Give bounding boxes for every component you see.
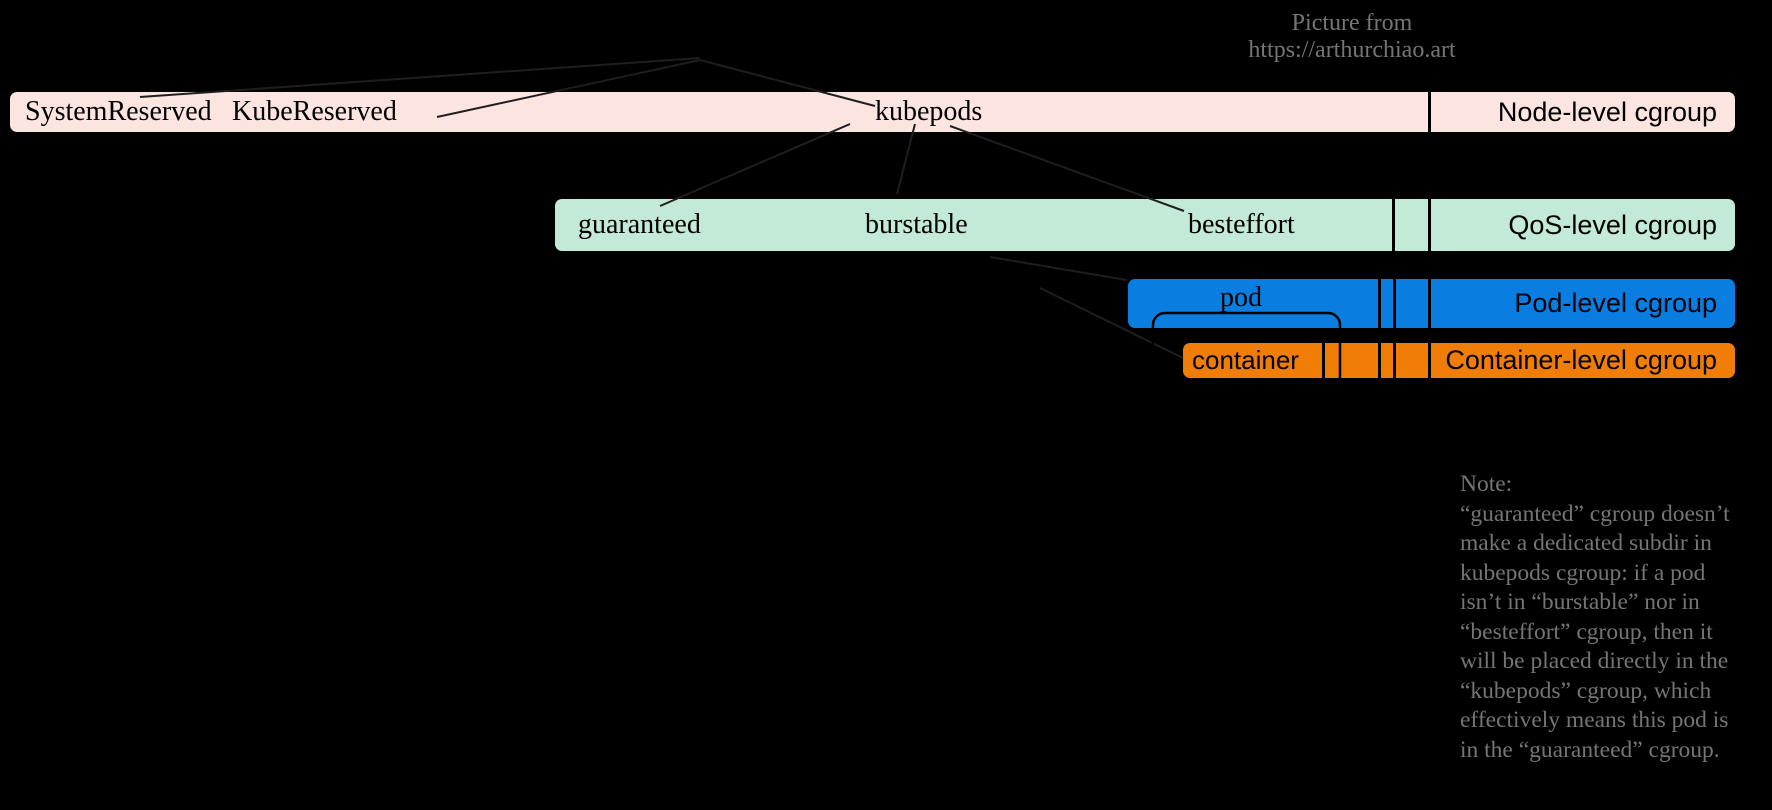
qos-bar-divider (1428, 199, 1431, 251)
pod-bar-divider (1393, 279, 1396, 328)
note-line: will be placed directly in the (1460, 648, 1729, 674)
qos-level-bar: guaranteed burstable besteffort QoS-leve… (555, 199, 1735, 251)
container-bar-divider (1322, 343, 1325, 378)
section-besteffort: besteffort (1188, 209, 1295, 240)
container-level-bar: container Container-level cgroup (1183, 343, 1735, 378)
section-kubepods: kubepods (875, 96, 983, 127)
note-line: make a dedicated subdir in (1460, 530, 1712, 556)
qos-bar-divider (1392, 199, 1395, 251)
pod-level-label: Pod-level cgroup (1514, 288, 1717, 318)
section-pod: pod (1220, 282, 1262, 313)
qos-level-label: QoS-level cgroup (1508, 210, 1717, 240)
node-level-label: Node-level cgroup (1497, 97, 1717, 127)
note-line: “kubepods” cgroup, which (1460, 677, 1712, 704)
note-line: kubepods cgroup: if a pod (1460, 559, 1706, 586)
leader-burstable (896, 123, 916, 195)
note-line: isn’t in “burstable” nor in (1460, 589, 1700, 615)
credit-url: https://arthurchiao.art (1248, 37, 1456, 63)
note-line: effectively means this pod is (1460, 707, 1729, 733)
container-level-label: Container-level cgroup (1445, 345, 1717, 375)
container-bar-divider (1428, 343, 1431, 378)
image-credit: Picture from https://arthurchiao.art (1152, 10, 1552, 64)
section-burstable: burstable (865, 209, 968, 240)
pod-bar-divider (1378, 279, 1381, 328)
note-line: Note: (1460, 471, 1513, 497)
section-kubereserved: KubeReserved (232, 96, 397, 127)
leader-pod (989, 256, 1128, 281)
node-bar-divider (1428, 92, 1431, 132)
pod-level-bar: pod Pod-level cgroup (1128, 279, 1735, 328)
note-block: Note: “guaranteed” cgroup doesn’t make a… (1460, 470, 1772, 765)
leader-guaranteed (659, 123, 851, 207)
section-container: container (1192, 345, 1299, 375)
note-line: in the “guaranteed” cgroup. (1460, 736, 1720, 763)
node-level-bar: SystemReserved KubeReserved kubepods Nod… (10, 92, 1735, 132)
section-systemreserved: SystemReserved (25, 96, 212, 127)
container-bar-divider (1393, 343, 1396, 378)
section-guaranteed: guaranteed (578, 209, 701, 240)
note-line: “besteffort” cgroup, then it (1460, 618, 1713, 645)
note-line: “guaranteed” cgroup doesn’t (1460, 500, 1730, 527)
pod-bar-divider (1428, 279, 1431, 328)
credit-text: Picture from (1291, 10, 1413, 36)
container-bar-divider (1378, 343, 1381, 378)
